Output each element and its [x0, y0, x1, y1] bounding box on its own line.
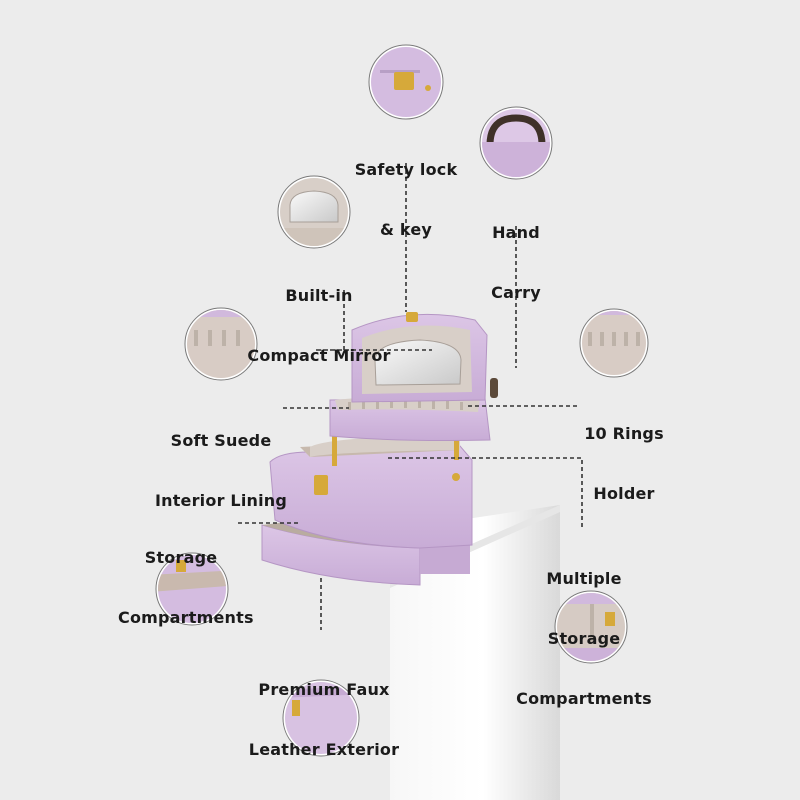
leader-mirror — [315, 290, 432, 351]
label-hand-carry: Hand Carry — [491, 223, 541, 302]
jewelry-box — [261, 312, 498, 586]
detail-circle-suede — [184, 307, 258, 381]
detail-circle-multiple-storage — [554, 590, 628, 664]
label-mirror: Built-in Compact Mirror — [247, 286, 391, 365]
label-storage: Storage Compartments — [118, 548, 254, 627]
label-suede: Soft Suede Interior Lining — [154, 431, 288, 510]
label-leather: Premium Faux Leather Exterior — [248, 680, 400, 759]
label-safety-lock: Safety lock & key — [354, 160, 458, 239]
detail-circle-hand-carry — [479, 106, 553, 180]
label-multiple-storage: Multiple Storage Compartments — [516, 569, 652, 708]
leader-lines — [238, 163, 583, 630]
detail-circle-safety-lock — [368, 44, 444, 120]
detail-circle-mirror — [277, 175, 351, 249]
label-rings: 10 Rings Holder — [584, 424, 664, 503]
detail-circle-rings — [579, 308, 649, 378]
detail-circle-leather — [282, 679, 360, 757]
detail-circle-storage — [155, 552, 229, 626]
leader-multiple-storage — [388, 457, 583, 528]
